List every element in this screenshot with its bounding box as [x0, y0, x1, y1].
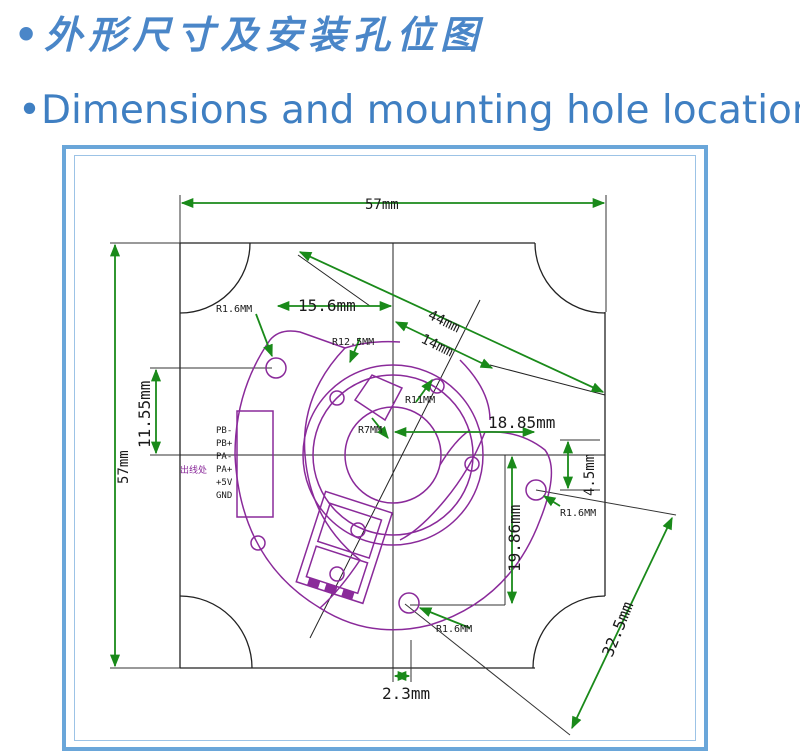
radius-hole-right-label: R1.6MM	[560, 508, 596, 519]
radius-hole-top-left-label: R1.6MM	[216, 304, 252, 315]
pin-label: PA-	[216, 452, 232, 462]
dim-width-label: 57mm	[365, 197, 399, 213]
dim-15-6-label: 15.6mm	[298, 296, 356, 315]
radius-r11-label: R11MM	[405, 395, 435, 406]
dim-4-5-label: 4.5mm	[582, 454, 598, 496]
dimension-lines	[109, 197, 673, 730]
radius-r7-label: R7MM	[358, 425, 382, 436]
pin-label: PA+	[216, 465, 233, 475]
dim-11-55-label: 11.55mm	[135, 381, 154, 448]
hole-bottom	[398, 592, 420, 614]
pin-label: PB+	[216, 439, 233, 449]
dim-32-5-label: 32.5mm	[598, 599, 637, 660]
drawing-frame-inner	[74, 155, 696, 741]
dim-height-label: 57mm	[116, 450, 132, 484]
title-chinese: •外形尺寸及安装孔位图	[14, 12, 485, 57]
connector-caption: 出线处	[180, 464, 207, 476]
pin-label: +5V	[216, 478, 233, 488]
dim-2-3-label: 2.3mm	[382, 684, 430, 703]
dim-44-label: 44mm	[425, 307, 462, 336]
hole-top-left	[265, 357, 287, 379]
radius-r12-5-label: R12.5MM	[332, 337, 374, 348]
pin-label: GND	[216, 491, 232, 501]
mounting-holes	[250, 357, 547, 614]
dim-18-85-label: 18.85mm	[488, 413, 555, 432]
dim-19-86-label: 19.86mm	[505, 505, 524, 572]
title-english: •Dimensions and mounting hole location	[18, 88, 800, 133]
dim-14-label: 14mm	[418, 331, 455, 360]
hole-right	[525, 479, 547, 501]
connector-pin-labels: PB- PB+ PA- PA+ +5V GND 出线处	[180, 426, 233, 501]
dimension-labels: 57mm 57mm 44mm 14mm 15.6mm 18.85mm 11.55…	[116, 197, 637, 703]
radius-hole-bottom-label: R1.6MM	[436, 624, 472, 635]
pin-label: PB-	[216, 426, 232, 436]
